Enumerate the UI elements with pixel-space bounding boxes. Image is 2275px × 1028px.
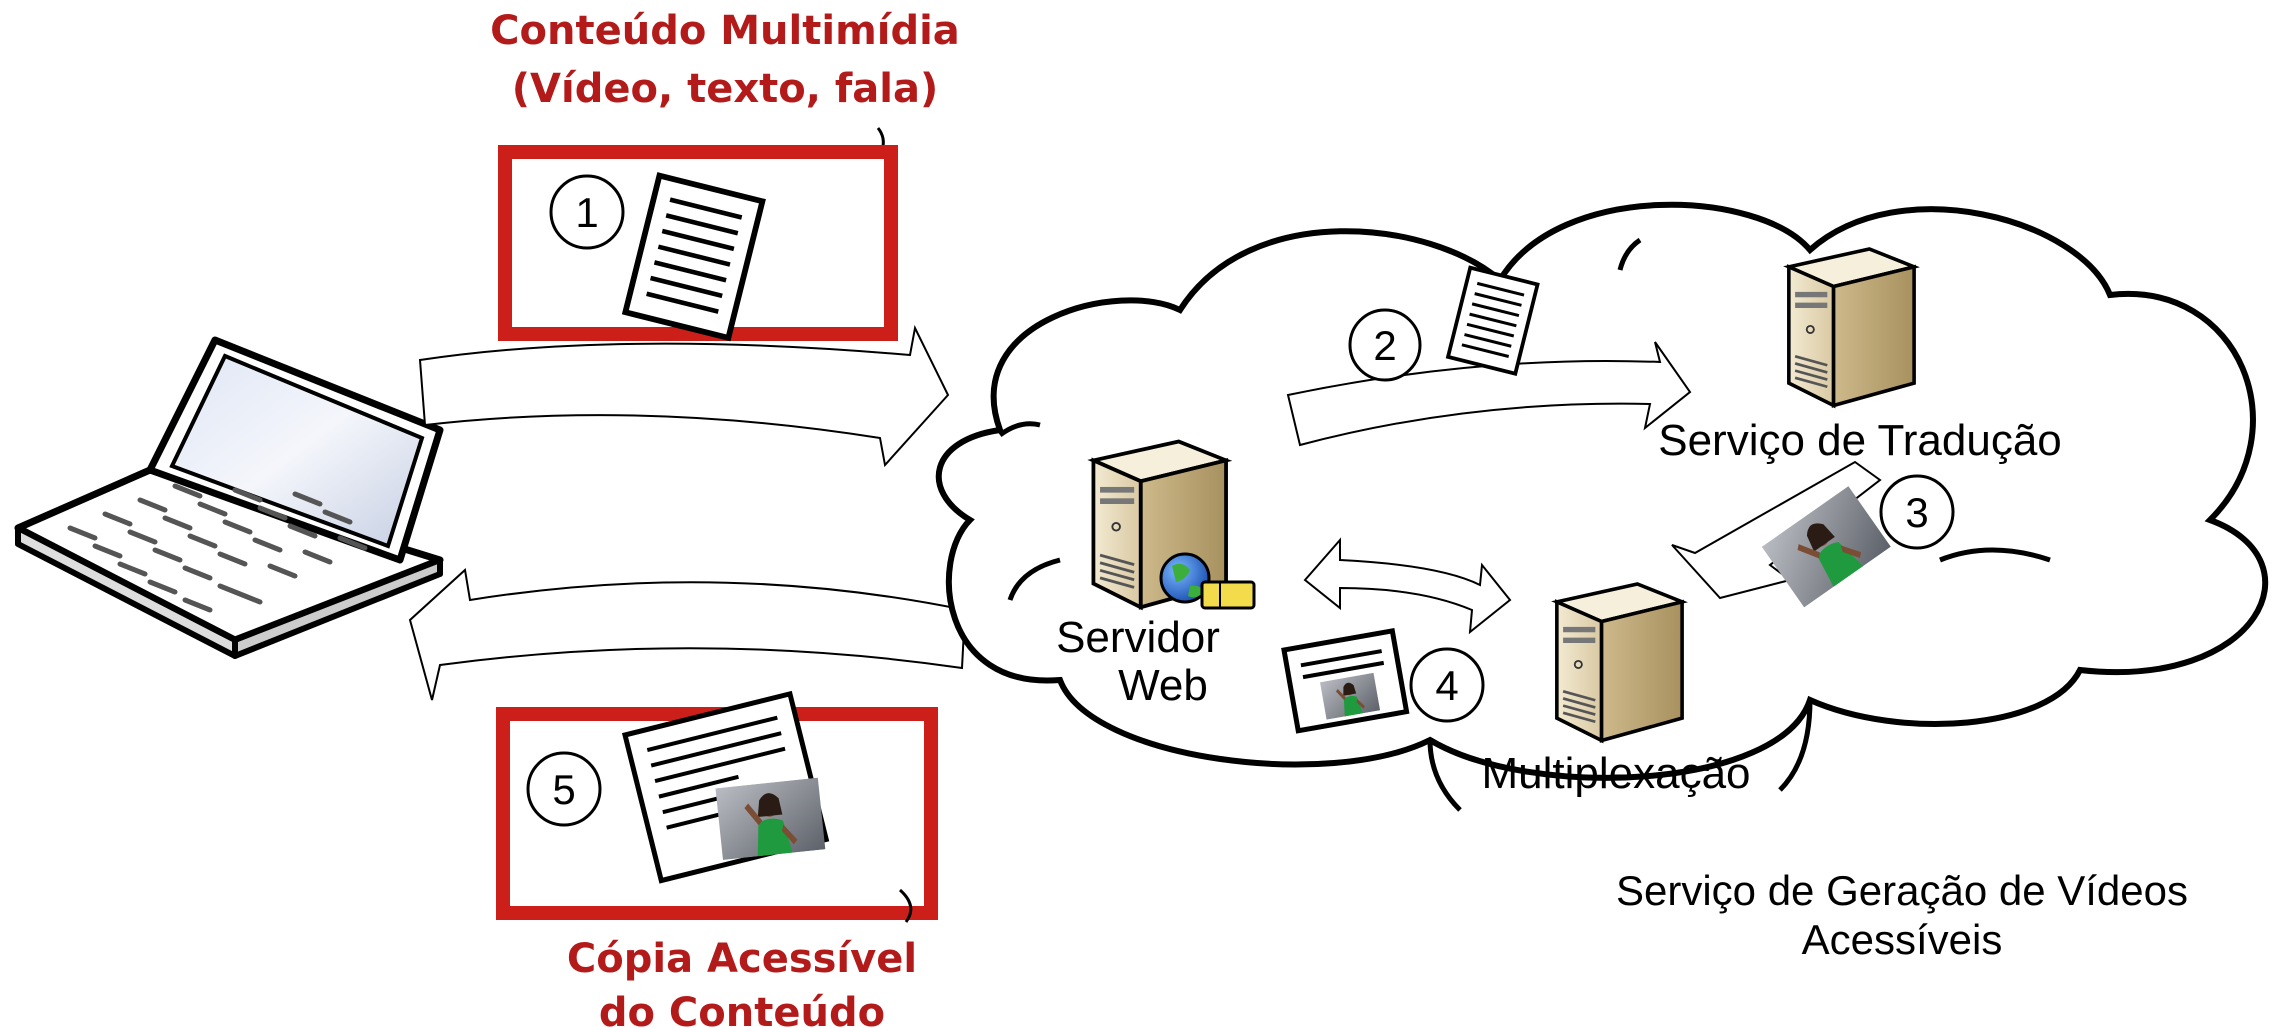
bottom-title-line1: Cópia Acessível — [567, 936, 917, 982]
step-3-badge: 3 — [1879, 474, 1955, 550]
arrow-web-multiplex-bidirectional — [1303, 537, 1512, 635]
svg-text:3: 3 — [1905, 489, 1928, 536]
arrow-laptop-to-cloud — [418, 324, 950, 468]
bottom-title-line2: do Conteúdo — [599, 990, 885, 1028]
step-2-badge: 2 — [1348, 308, 1422, 382]
step-5-badge: 5 — [526, 751, 602, 827]
processing-cloud — [935, 201, 2268, 812]
arrow-cloud-to-laptop — [408, 568, 967, 701]
web-server-label-line2: Web — [1118, 661, 1208, 710]
doc-with-video-icon — [1281, 628, 1410, 734]
svg-text:1: 1 — [575, 189, 598, 236]
web-server-label-line1: Servidor — [1056, 613, 1220, 662]
svg-text:4: 4 — [1435, 662, 1458, 709]
svg-text:2: 2 — [1373, 322, 1396, 369]
document-icon — [625, 176, 762, 338]
input-content-box — [498, 145, 898, 341]
multiplex-server-icon — [1554, 581, 1685, 743]
svg-text:5: 5 — [552, 766, 575, 813]
top-title-line1: Conteúdo Multimídia — [490, 8, 960, 54]
top-title-line2: (Vídeo, texto, fala) — [512, 66, 938, 112]
arrow-translation-to-multiplex — [1671, 460, 1882, 600]
globe-icon — [1159, 552, 1256, 610]
multiplex-label: Multiplexação — [1481, 749, 1750, 798]
translation-server-icon — [1786, 246, 1917, 408]
translation-label: Serviço de Tradução — [1658, 416, 2062, 465]
step-1-badge: 1 — [549, 174, 625, 250]
bottom-callout-mark — [898, 888, 913, 923]
cloud-caption-line1: Serviço de Geração de Vídeos — [1616, 867, 2188, 914]
laptop-icon — [14, 336, 444, 659]
accessible-video-thumbnail — [715, 777, 826, 860]
step-4-badge: 4 — [1409, 647, 1485, 723]
cloud-caption-line2: Acessíveis — [1802, 916, 2003, 963]
arrow-web-to-translation — [1286, 341, 1692, 447]
